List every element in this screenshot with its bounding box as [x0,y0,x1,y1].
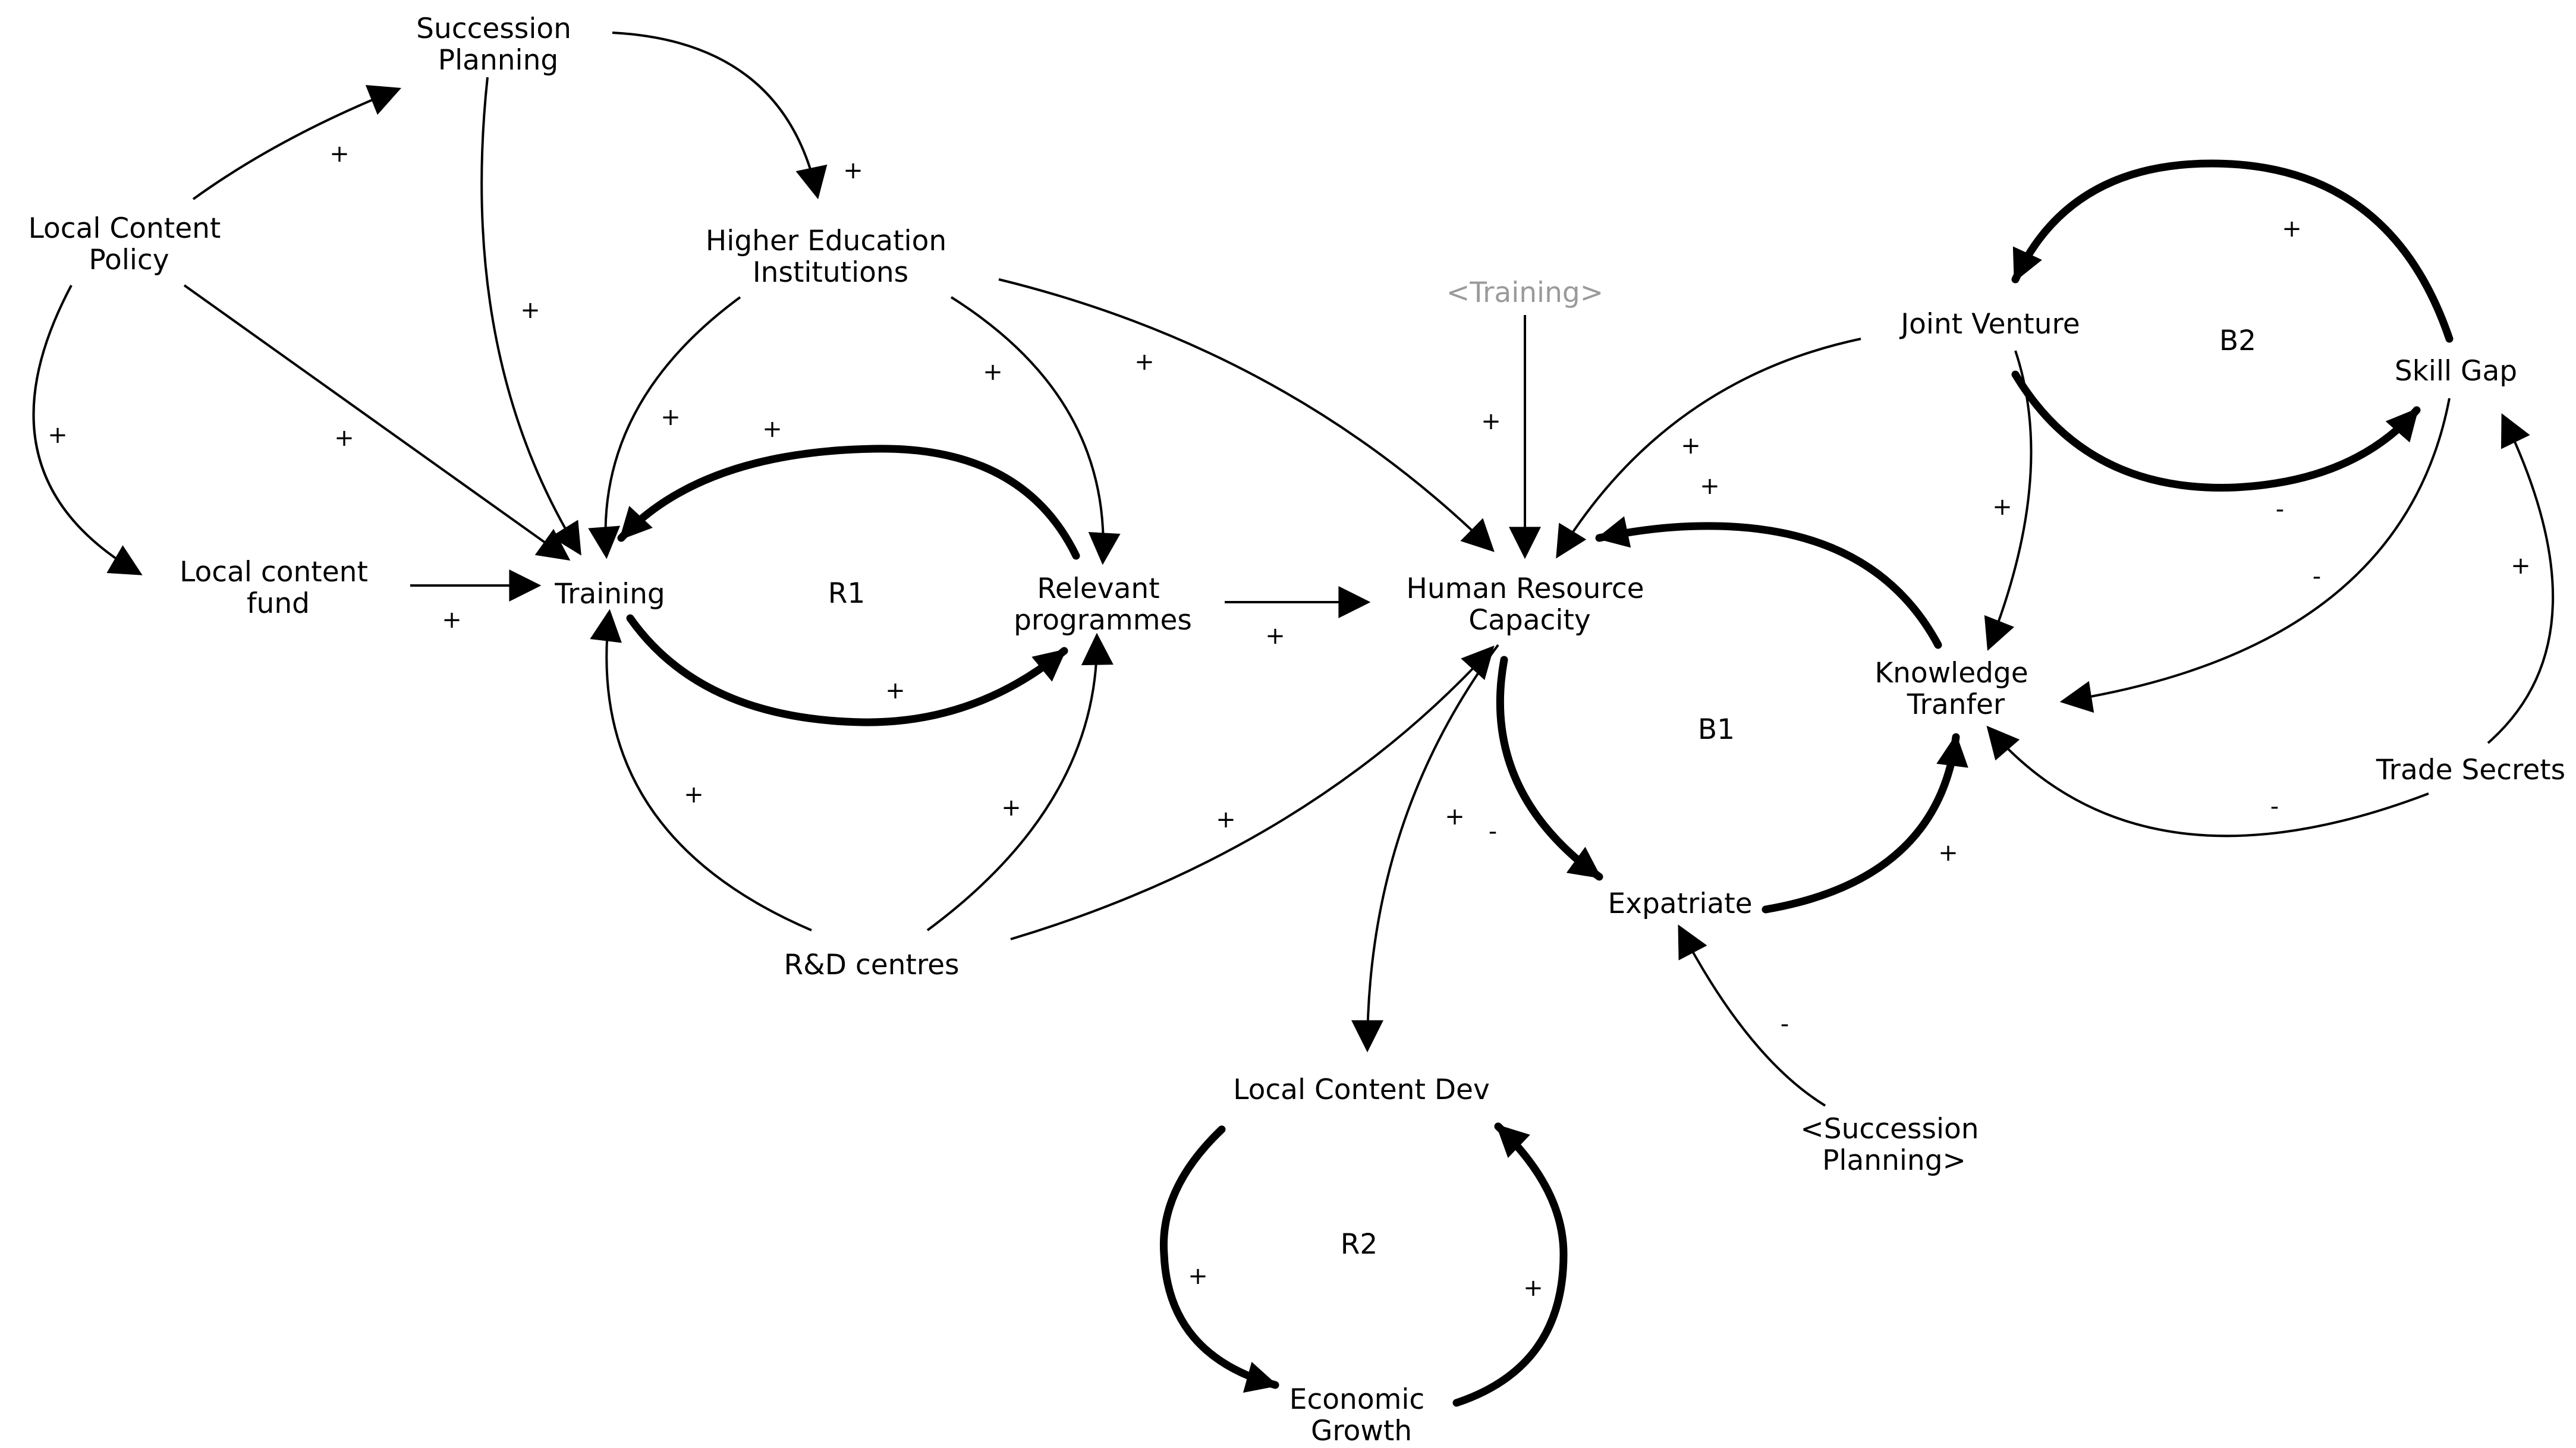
polarity-minus: - [2276,496,2284,523]
node-expatriate: Expatriate [1608,887,1752,920]
link-expatriate-to-knowledge [1762,733,1968,914]
polarity-plus: + [885,677,905,704]
polarity-plus: + [684,781,704,808]
link-succession-to-higher-ed [612,32,828,200]
polarity-minus: - [2270,793,2279,820]
link-policy-to-training [183,284,571,561]
node-economic-growth: Economic Growth [1289,1383,1433,1447]
loop-label-r1: R1 [828,577,866,610]
node-training: Training [554,578,665,610]
polarity-plus: + [843,157,863,184]
polarity-plus: + [520,297,540,324]
link-training-to-programmes [626,614,1068,726]
polarity-plus: + [1134,348,1155,376]
link-rd-to-programmes [926,632,1114,931]
polarity-minus: - [2313,563,2321,590]
polarity-plus: + [983,358,1003,386]
polarity-plus: + [660,404,681,431]
link-succession-to-training [480,77,581,556]
node-trade-secrets: Trade Secrets [2376,754,2565,786]
link-skill-gap-to-joint-venture [2011,159,2454,343]
polarity-plus: + [1188,1263,1208,1290]
link-trade-secrets-to-knowledge [1986,725,2429,838]
polarity-plus: + [1681,432,1701,459]
polarity-plus: + [1938,839,1958,867]
link-hrc-to-expatriate [1496,656,1603,881]
loop-labels: R1 B1 B2 R2 [828,325,2256,1261]
link-hrc-to-local-content-dev [1351,644,1499,1053]
node-succession-planning: Succession Planning [416,12,580,77]
polarity-plus: + [1001,794,1021,821]
polarity-plus: + [1481,408,1501,435]
node-relevant-programmes: Relevant programmes [1014,572,1192,637]
node-local-content-dev: Local Content Dev [1233,1074,1490,1106]
polarity-plus: + [2282,215,2302,243]
link-programmes-to-training [617,445,1080,560]
polarity-plus: + [1445,803,1465,830]
link-joint-venture-to-skill-gap [2011,370,2421,492]
node-skill-gap: Skill Gap [2395,355,2517,388]
node-joint-venture: Joint Venture [1899,308,2080,341]
link-trade-secrets-to-skill-gap [2487,413,2555,744]
node-rd-centres: R&D centres [784,949,959,981]
link-higher-ed-to-programmes [950,296,1121,565]
polarity-plus: + [442,606,462,634]
link-joint-venture-to-hrc [1556,338,1861,559]
polarity-plus: + [1523,1274,1543,1302]
polarity-minus: - [1489,818,1497,845]
link-higher-ed-to-hrc [998,278,1495,552]
link-skill-gap-to-knowledge [2059,398,2451,713]
polarity-minus: - [1781,1011,1789,1038]
polarity-plus: + [329,140,350,168]
node-higher-education-institutions: Higher Education Institutions [706,225,955,289]
node-local-content-policy: Local Content Policy [29,212,230,276]
polarity-plus: + [2511,552,2531,580]
node-training-shadow: <Training> [1446,276,1603,309]
polarity-plus: + [762,415,782,443]
link-knowledge-to-hrc [1595,516,1942,649]
link-local-content-dev-to-growth [1159,1125,1279,1393]
link-rd-to-training [590,609,812,931]
link-policy-to-fund [32,285,143,575]
polarity-plus: + [1992,493,2012,521]
variables: Succession Planning Local Content Policy… [29,12,2565,1447]
polarity-signs: + + + + + + + + + + + + + + + + + - + + … [48,140,2531,1302]
link-rd-to-hrc [1010,646,1495,940]
polarity-plus: + [334,424,354,452]
link-higher-ed-to-training [588,296,741,559]
loop-label-b1: B1 [1698,713,1735,746]
polarity-plus: + [1216,806,1236,833]
node-local-content-fund: Local content fund [180,556,377,620]
node-knowledge-transfer: Knowledge Tranfer [1874,657,2037,721]
node-human-resource-capacity: Human Resource Capacity [1407,572,1653,637]
loop-label-r2: R2 [1341,1228,1378,1261]
causal-links [32,32,2555,1407]
polarity-plus: + [1700,473,1720,500]
node-succession-planning-shadow: <Succession Planning> [1800,1113,1987,1177]
loop-label-b2: B2 [2219,325,2256,357]
link-succession-shadow-to-expatriate [1678,924,1826,1107]
polarity-plus: + [48,421,68,449]
polarity-plus: + [1265,622,1285,650]
link-growth-to-local-content-dev [1452,1122,1568,1407]
link-policy-to-succession [192,84,402,200]
